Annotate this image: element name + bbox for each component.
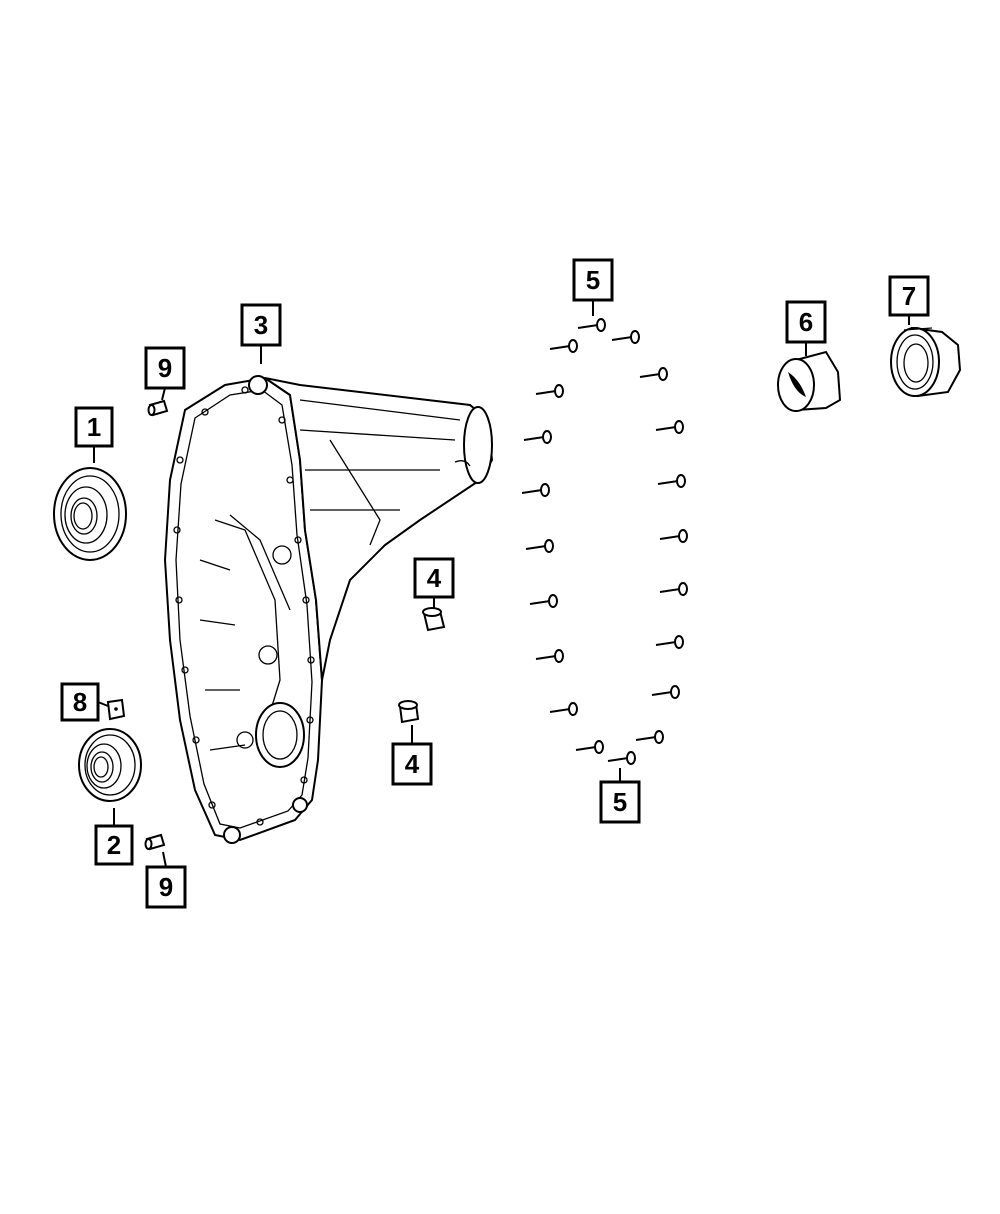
bolt[interactable] xyxy=(659,582,688,596)
bolt[interactable] xyxy=(659,529,688,543)
dowel-pin-lower[interactable] xyxy=(144,833,166,851)
bolt[interactable] xyxy=(655,420,684,434)
bolt[interactable] xyxy=(607,751,636,765)
bolt[interactable] xyxy=(639,367,668,381)
callout-9-lower[interactable]: 9 xyxy=(145,851,187,909)
callout-9-lower-label: 9 xyxy=(159,872,173,902)
bearing-upper[interactable] xyxy=(53,467,127,561)
bolt[interactable] xyxy=(525,539,554,553)
bolt[interactable] xyxy=(657,474,686,488)
bolt[interactable] xyxy=(521,483,550,497)
bolt[interactable] xyxy=(535,384,564,398)
callout-9-upper[interactable]: 9 xyxy=(144,346,186,401)
callout-4-lower[interactable]: 4 xyxy=(391,725,433,786)
bolt[interactable] xyxy=(577,318,606,332)
bolt[interactable] xyxy=(635,730,664,744)
bolt[interactable] xyxy=(575,740,604,754)
callout-5-lower[interactable]: 5 xyxy=(599,768,641,824)
callout-1[interactable]: 1 xyxy=(74,406,114,463)
callout-4-upper-label: 4 xyxy=(427,563,442,593)
bushing-upper[interactable] xyxy=(422,607,446,632)
bolt[interactable] xyxy=(611,330,640,344)
callout-6[interactable]: 6 xyxy=(785,300,827,356)
callout-9-upper-label: 9 xyxy=(158,353,172,383)
bolt[interactable] xyxy=(651,685,680,699)
bolt[interactable] xyxy=(549,702,578,716)
bolt-ring xyxy=(521,318,688,765)
bolt[interactable] xyxy=(655,635,684,649)
callout-2[interactable]: 2 xyxy=(94,808,134,866)
callout-8[interactable]: 8 xyxy=(60,682,109,722)
bolt[interactable] xyxy=(529,594,558,608)
bolt[interactable] xyxy=(535,649,564,663)
bushing-lower[interactable] xyxy=(398,700,420,724)
callout-1-label: 1 xyxy=(87,412,101,442)
callout-5-lower-label: 5 xyxy=(613,787,627,817)
bearing-lower[interactable] xyxy=(78,728,142,802)
callout-8-label: 8 xyxy=(73,687,87,717)
dowel-pin-upper[interactable] xyxy=(147,399,169,417)
callout-4-lower-label: 4 xyxy=(405,749,420,779)
callout-3[interactable]: 3 xyxy=(240,303,282,364)
clip[interactable] xyxy=(106,698,126,721)
callout-7[interactable]: 7 xyxy=(888,275,930,325)
callout-5-upper-label: 5 xyxy=(586,265,600,295)
callout-6-label: 6 xyxy=(799,307,813,337)
callout-7-label: 7 xyxy=(902,281,916,311)
bolt[interactable] xyxy=(523,430,552,444)
callout-4-upper[interactable]: 4 xyxy=(413,557,455,610)
callout-3-label: 3 xyxy=(254,310,268,340)
transfer-case-housing[interactable] xyxy=(163,375,494,844)
seal[interactable] xyxy=(890,326,962,398)
sleeve[interactable] xyxy=(777,350,842,412)
callout-2-label: 2 xyxy=(107,830,121,860)
bolt[interactable] xyxy=(549,339,578,353)
callout-5-upper[interactable]: 5 xyxy=(572,258,614,316)
